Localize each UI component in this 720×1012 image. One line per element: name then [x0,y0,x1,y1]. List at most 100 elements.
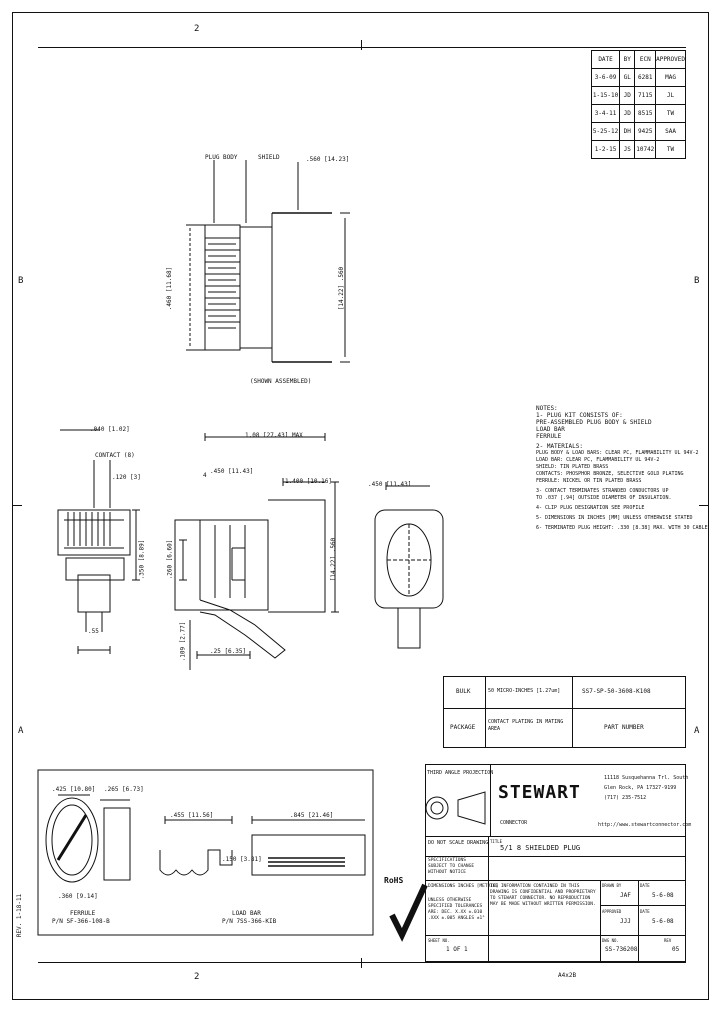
title-value: 5/1 8 SHIELDED PLUG [500,844,581,852]
rev-value: 05 [672,946,680,953]
note-line: 4- CLIP PLUG DESIGNATION SEE PROFILE [536,505,645,511]
note-line: FERRULE: NICKEL OR TIN PLATED BRASS [536,478,642,484]
bom-col-divider-2 [572,676,573,748]
approved-date: 5-6-08 [652,918,674,925]
title-label: TITLE [490,839,503,844]
note-line: LOAD BAR: CLEAR PC, FLAMMABILITY UL 94V-… [536,457,660,463]
company-address-2: Glen Rock, PA 17327-9199 [604,785,677,791]
front-dim-bottom: .55 [88,628,99,635]
ferrule-drawing [45,794,131,883]
bom-package-bulk: BULK [456,688,471,695]
bom-col-divider-1 [485,676,486,748]
loadbar-dim-top2: .845 [21.46] [290,812,334,819]
note-line: SHIELD: TIN PLATED BRASS [536,464,609,470]
dims-inches: DIMENSIONS INCHES [METRIC] [428,884,499,889]
drawn-label: DRAWN BY [602,883,622,888]
front-dim-height: .350 [8.89] [138,539,146,580]
ferrule-dim-bottom: .360 [9.14] [58,893,98,900]
cell: JS [619,140,636,159]
tb-row-1 [425,856,686,857]
side-dim-109: .109 [2.77] [179,621,187,662]
side-view-drawing [174,433,339,670]
left-tick-b [12,505,22,506]
title-block [425,764,686,962]
footer-size: A4x2B [558,972,577,979]
end-view-drawing [374,482,444,649]
tb-col-c [638,880,639,962]
front-dim-pitch: .120 [3] [112,474,141,481]
note-line: FERRULE [536,433,562,440]
note-line: PLUG BODY & LOAD BARS: CLEAR PC, FLAMMAB… [536,450,699,456]
bom-header-package: PACKAGE [450,724,476,731]
note-line: LOAD BAR [536,426,565,433]
label-cable: .560 [14.23] [306,156,350,163]
side-note-flag: 4 [203,472,207,479]
dwg-label: DWG NO. [602,938,619,943]
drawn-date-label: DATE [640,883,650,888]
ferrule-dim-dia: .425 [10.80] [52,786,96,793]
right-tick-b [699,505,709,506]
tb-row-3 [600,905,686,906]
tb-col-a [488,836,489,962]
note-line: 3- CONTACT TERMINATES STRANDED CONDUCTOR… [536,488,669,494]
loadbar-dim-top1: .455 [11.56] [170,812,214,819]
ferrule-part-number: P/N SF-366-108-B [52,918,110,925]
zone-right-lower: A [694,726,700,736]
company-logo-text: STEWART [498,782,581,803]
approved-date-label: DATE [640,909,650,914]
ferrule-dim-id: .265 [6.73] [104,786,144,793]
lower-views-frame [37,769,374,936]
drawn-date: 5-6-08 [652,892,674,899]
approved-label: APPROVED [602,909,622,914]
note-line: CONTACTS: PHOSPHOR BRONZE, SELECTIVE GOL… [536,471,684,477]
specs-subject: SPECIFICATIONS SUBJECT TO CHANGE WITHOUT… [428,858,475,875]
zone-left-upper: B [18,276,24,286]
dim-560: [14.22] .560 [338,266,346,311]
side-dim-overall: 1.08 [27.43] MAX [245,432,303,439]
bom-table [443,676,686,748]
company-address-3: (717) 235-7512 [604,795,647,801]
top-tick [361,40,362,50]
ferrule-caption: FERRULE [70,910,96,917]
note-line: 5- DIMENSIONS IN INCHES [MM] UNLESS OTHE… [536,515,693,521]
note-line: 6- TERMINATED PLUG HEIGHT: .330 [8.38] M… [536,525,708,531]
bottom-tick [361,958,362,968]
tb-row-2 [425,880,686,881]
side-dim-left: .260 [6.60] [166,539,174,580]
revision-header-row: DATE BY ECN APPROVED [590,50,686,69]
sheet-value: 1 OF 1 [446,946,468,953]
company-website: http://www.stewartconnector.com [598,822,692,828]
loadbar-part-number: P/N 7SS-366-KIB [222,918,277,925]
zone-top: 2 [194,24,200,34]
loadbar-dim-right: .150 [3.81] [222,856,262,863]
cell: TW [655,140,686,159]
front-dim-contact: CONTACT (8) [95,452,135,459]
zone-left-lower: A [18,726,24,736]
note-line: 2- MATERIALS: [536,443,583,450]
cell: SAA [655,122,686,141]
loadbar-caption: LOAD BAR [232,910,261,917]
bom-row-divider [443,708,686,709]
drawing-frame [12,12,709,1000]
disclaimer: THE INFORMATION CONTAINED IN THIS DRAWIN… [490,884,596,907]
zone-bottom: 2 [194,972,200,982]
notes-block: NOTES: 1- PLUG KIT CONSISTS OF: PRE-ASSE… [536,405,708,532]
note-line: TO .037 [.94] OUTSIDE DIAMETER OF INSULA… [536,495,672,501]
sheet-label: SHEET NO. [428,938,450,943]
front-dim-top: .040 [1.02] [90,426,130,433]
end-dim-dia: .450 [11.43] [368,481,412,488]
do-not-scale: DO NOT SCALE DRAWING [428,840,489,846]
top-view-drawing [186,160,350,363]
company-address-1: 11118 Susquehanna Trl. South [604,775,689,781]
notes-title: NOTES: [536,405,558,412]
bom-header-part: PART NUMBER [604,724,644,731]
note-line: 1- PLUG KIT CONSISTS OF: [536,412,623,419]
third-angle-symbol [425,791,486,825]
tolerances: UNLESS OTHERWISE SPECIFIED TOLERANCES AR… [428,898,485,921]
tb-row-4 [425,935,686,936]
bom-part-number: SS7-SP-50-3608-K108 [582,688,651,695]
